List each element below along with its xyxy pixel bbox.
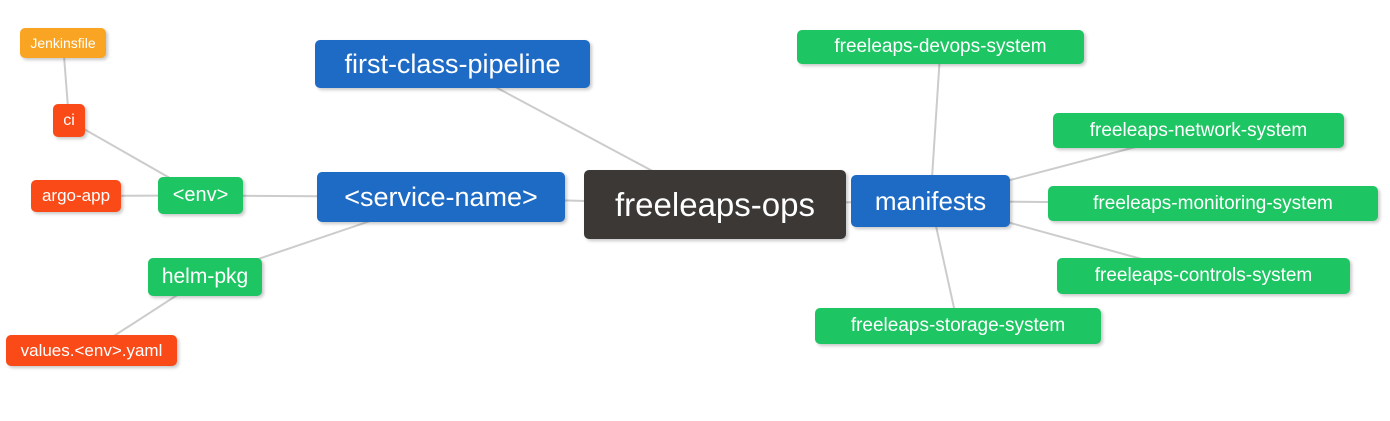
node-values-env-yaml[interactable]: values.<env>.yaml <box>6 335 177 366</box>
node-freeleaps-network-system[interactable]: freeleaps-network-system <box>1053 113 1344 148</box>
node-first-class-pipeline[interactable]: first-class-pipeline <box>315 40 590 88</box>
node-helm-pkg[interactable]: helm-pkg <box>148 258 262 296</box>
node-freeleaps-ops[interactable]: freeleaps-ops <box>584 170 846 239</box>
node-freeleaps-monitoring-system[interactable]: freeleaps-monitoring-system <box>1048 186 1378 221</box>
node-jenkinsfile[interactable]: Jenkinsfile <box>20 28 106 58</box>
node-freeleaps-devops-system[interactable]: freeleaps-devops-system <box>797 30 1084 64</box>
node-ci[interactable]: ci <box>53 104 85 137</box>
node-service-name[interactable]: <service-name> <box>317 172 565 222</box>
node-argo-app[interactable]: argo-app <box>31 180 121 212</box>
node-env[interactable]: <env> <box>158 177 243 214</box>
node-freeleaps-storage-system[interactable]: freeleaps-storage-system <box>815 308 1101 344</box>
node-freeleaps-controls-system[interactable]: freeleaps-controls-system <box>1057 258 1350 294</box>
node-manifests[interactable]: manifests <box>851 175 1010 227</box>
